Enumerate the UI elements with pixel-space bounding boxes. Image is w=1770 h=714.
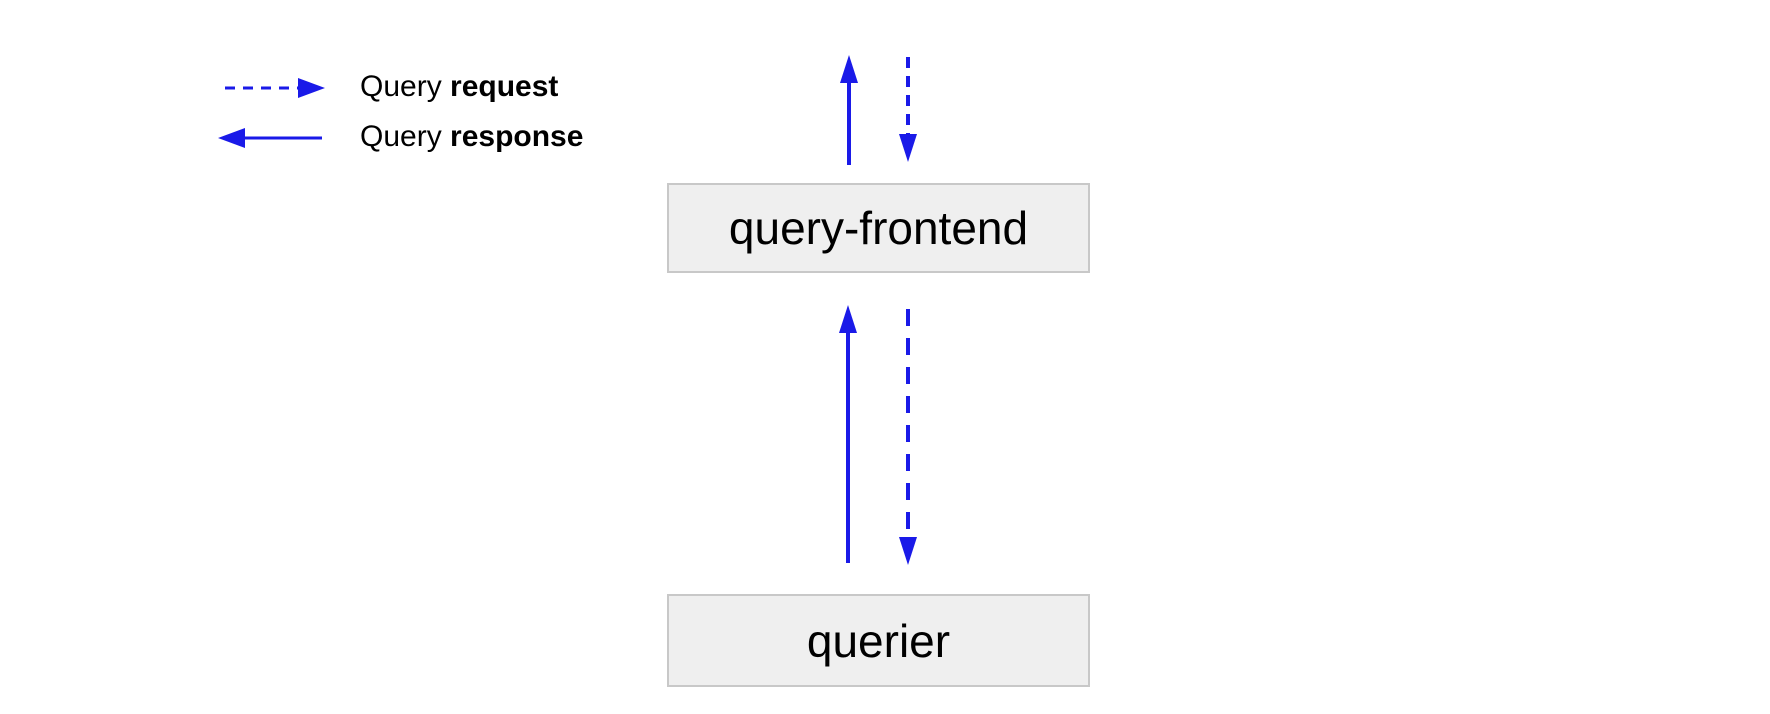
node-query-frontend: query-frontend — [667, 183, 1090, 273]
node-querier: querier — [667, 594, 1090, 687]
node-querier-label: querier — [806, 614, 951, 667]
legend-label-regular: Query — [360, 120, 451, 153]
edge-response-up-from-query-frontend — [840, 55, 858, 165]
edge-request-down-query-frontend-to-querier — [899, 309, 917, 565]
legend-label-bold: response — [450, 120, 584, 153]
edge-request-down-to-query-frontend — [899, 57, 917, 162]
legend-label-query-request: Query request — [360, 71, 558, 103]
legend-label-bold: request — [450, 70, 559, 103]
node-query-frontend-label: query-frontend — [728, 202, 1029, 254]
legend-label-query-response: Query response — [360, 121, 583, 153]
solid-arrow-left-icon — [218, 128, 322, 148]
legend-label-regular: Query — [360, 70, 451, 103]
dashed-arrow-right-icon — [225, 78, 325, 98]
edge-response-up-querier-to-query-frontend — [839, 305, 857, 563]
